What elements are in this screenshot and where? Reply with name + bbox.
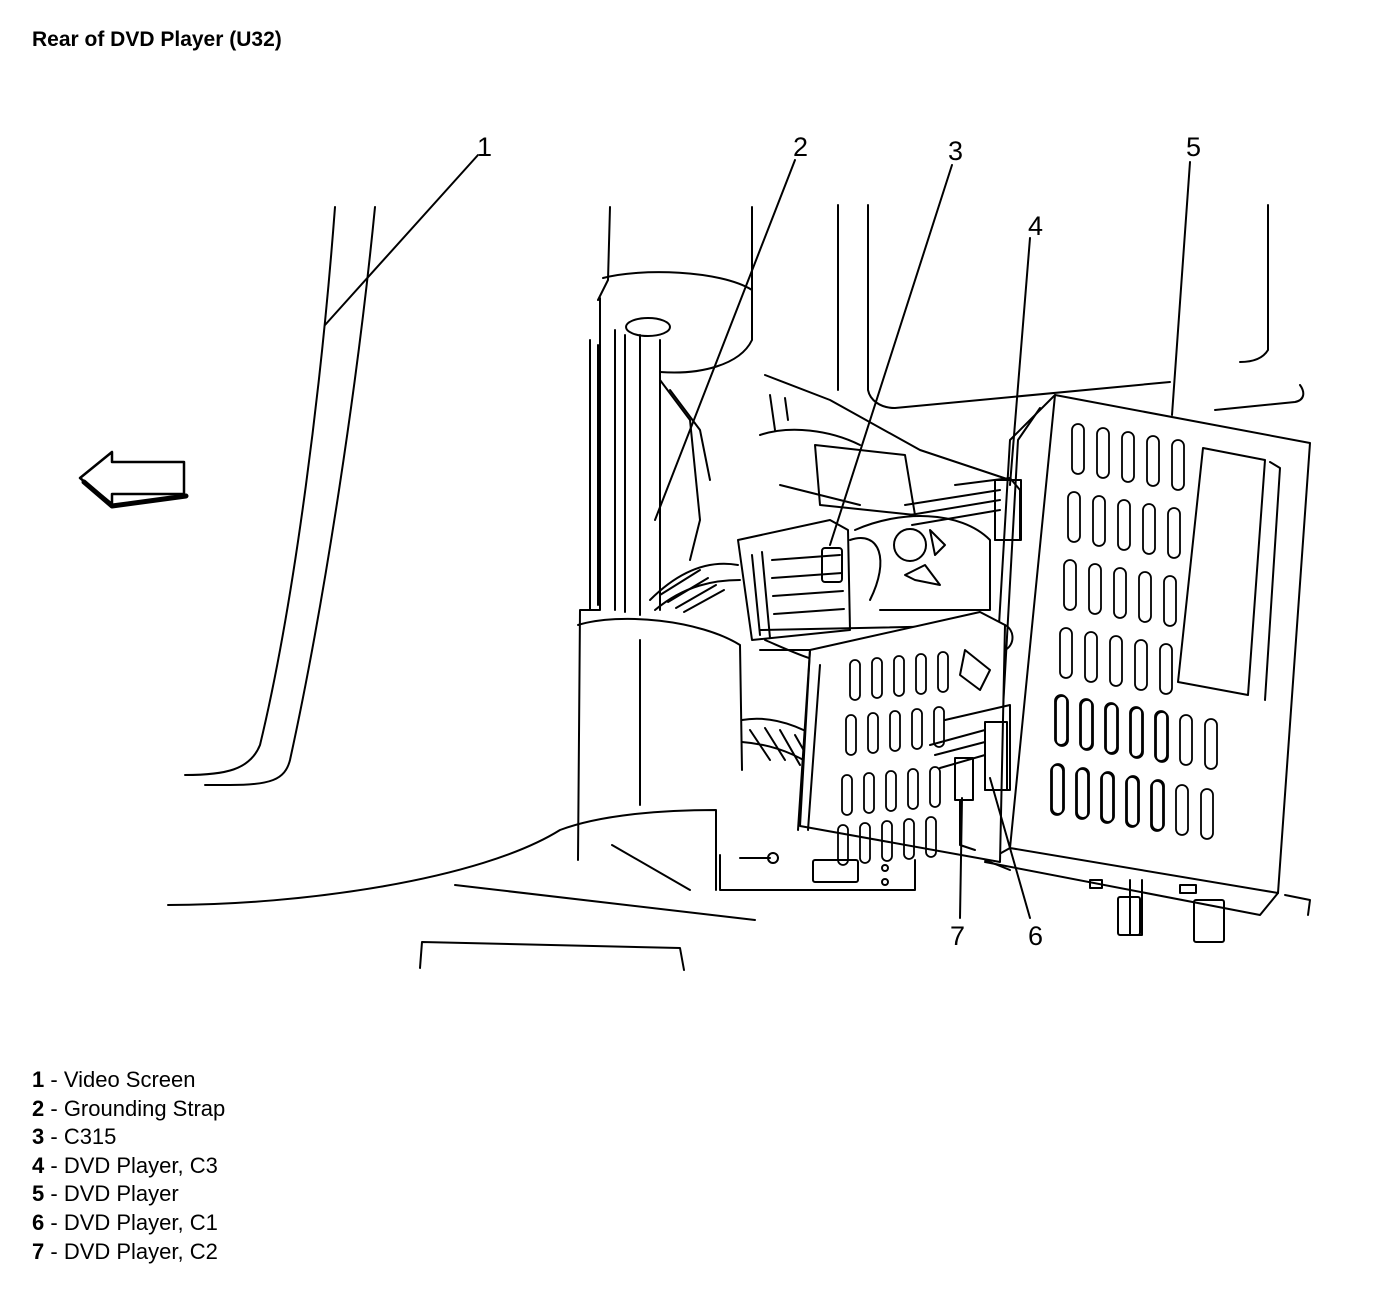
dvd-player-case-shape bbox=[797, 394, 1311, 943]
callout-7: 7 bbox=[950, 921, 965, 951]
legend-item-dvd-player-c1: 6 - DVD Player, C1 bbox=[32, 1209, 225, 1238]
legend-number: 6 bbox=[32, 1209, 45, 1235]
callout-6: 6 bbox=[1028, 921, 1043, 951]
legend-text: Grounding Strap bbox=[63, 1095, 226, 1121]
legend-number: 7 bbox=[32, 1238, 45, 1264]
callout-5: 5 bbox=[1186, 132, 1201, 162]
legend-item-dvd-player: 5 - DVD Player bbox=[32, 1180, 225, 1209]
legend-separator: - bbox=[44, 1152, 64, 1178]
legend-separator: - bbox=[44, 1209, 64, 1235]
legend-item-grounding-strap: 2 - Grounding Strap bbox=[32, 1095, 225, 1124]
callout-2: 2 bbox=[793, 132, 808, 162]
legend-text: DVD Player bbox=[63, 1181, 179, 1207]
leader-lines bbox=[324, 154, 1191, 919]
legend-text: DVD Player, C1 bbox=[63, 1209, 218, 1235]
legend-text: DVD Player, C3 bbox=[63, 1152, 218, 1178]
legend-item-dvd-player-c3: 4 - DVD Player, C3 bbox=[32, 1152, 225, 1181]
legend-number: 2 bbox=[32, 1095, 45, 1121]
page-title: Rear of DVD Player (U32) bbox=[32, 28, 282, 51]
legend-text: Video Screen bbox=[63, 1067, 196, 1092]
callout-1: 1 bbox=[477, 132, 492, 162]
video-screen-shape bbox=[184, 206, 753, 786]
legend-item-dvd-player-c2: 7 - DVD Player, C2 bbox=[32, 1238, 225, 1267]
legend-text: C315 bbox=[63, 1124, 117, 1150]
legend-separator: - bbox=[44, 1067, 64, 1092]
legend-number: 3 bbox=[32, 1124, 45, 1150]
legend-separator: - bbox=[44, 1181, 64, 1207]
callout-3: 3 bbox=[948, 136, 963, 166]
forward-arrow-icon bbox=[78, 450, 189, 509]
legend-item-video-screen: 1 - Video Screen bbox=[32, 1066, 225, 1095]
legend-number: 1 bbox=[32, 1067, 45, 1092]
legend-separator: - bbox=[44, 1238, 64, 1264]
legend-text: DVD Player, C2 bbox=[63, 1238, 218, 1264]
legend-item-c315: 3 - C315 bbox=[32, 1123, 225, 1152]
legend-separator: - bbox=[44, 1124, 64, 1150]
callout-4: 4 bbox=[1028, 211, 1043, 241]
legend-number: 5 bbox=[32, 1181, 45, 1207]
vent-slots-shape bbox=[837, 423, 1218, 866]
legend-number: 4 bbox=[32, 1152, 45, 1178]
callout-numbers: 1 2 3 4 5 6 7 bbox=[477, 132, 1201, 951]
legend-separator: - bbox=[44, 1095, 64, 1121]
c315-connector-shape bbox=[649, 519, 882, 641]
dvd-connectors-shape bbox=[904, 477, 1022, 851]
legend: 1 - Video Screen 2 - Grounding Strap 3 -… bbox=[32, 1066, 225, 1266]
console-housing-shape bbox=[167, 271, 756, 971]
